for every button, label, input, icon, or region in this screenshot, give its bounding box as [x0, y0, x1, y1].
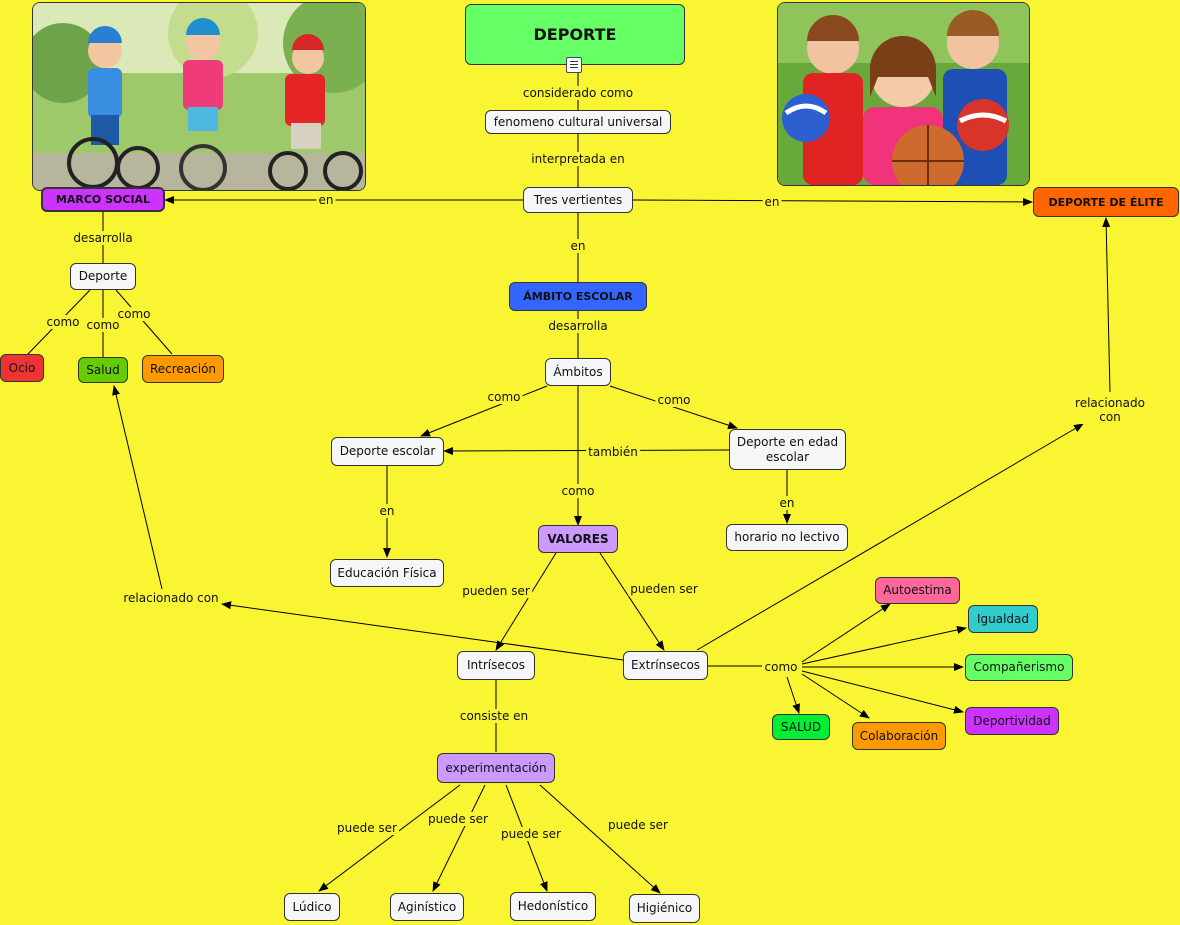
- label-relacionado-con: relacionado con: [121, 591, 221, 605]
- label-en-elite: en: [762, 195, 782, 209]
- link-pueden-ser-extrinsecos: [599, 552, 665, 651]
- label-relacionado-con-elite: relacionado con: [1073, 396, 1147, 424]
- link-salud2: [786, 676, 800, 714]
- node-companerismo[interactable]: Compañerismo: [965, 654, 1073, 681]
- link-aginistico: [432, 784, 486, 892]
- label-desarrolla-marco: desarrolla: [71, 231, 135, 245]
- node-tres-vertientes[interactable]: Tres vertientes: [523, 187, 633, 213]
- node-salud[interactable]: Salud: [78, 357, 128, 383]
- link-relacionado-extr: [221, 601, 624, 661]
- node-colaboracion[interactable]: Colaboración: [852, 722, 946, 750]
- node-deporte-escolar[interactable]: Deporte escolar: [331, 437, 444, 466]
- node-ambito-escolar[interactable]: ÁMBITO ESCOLAR: [509, 282, 647, 311]
- node-valores[interactable]: VALORES: [538, 525, 618, 553]
- node-higienico[interactable]: Higiénico: [629, 894, 700, 923]
- node-ambitos[interactable]: Ámbitos: [545, 358, 611, 386]
- label-tambien: también: [586, 445, 640, 459]
- node-intrinsecos[interactable]: Intrísecos: [457, 651, 535, 680]
- node-experimentacion[interactable]: experimentación: [437, 753, 555, 783]
- node-deporte-elite[interactable]: DEPORTE DE ÉLITE: [1033, 187, 1179, 217]
- label-en-ambito: en: [568, 239, 588, 253]
- label-puede-ser-aginistico: puede ser: [426, 812, 490, 826]
- label-puede-ser-ludico: puede ser: [335, 821, 399, 835]
- node-salud-valor[interactable]: SALUD: [772, 714, 830, 740]
- link-relacionado-salud: [112, 385, 163, 590]
- node-educacion-fisica[interactable]: Educación Física: [330, 559, 444, 587]
- link-en-elite: [632, 197, 1033, 206]
- node-deporte[interactable]: DEPORTE: [465, 4, 685, 65]
- node-ocio[interactable]: Ocio: [0, 354, 44, 382]
- label-pueden-ser-extrinsecos: pueden ser: [628, 582, 700, 596]
- label-como-valores: como: [559, 484, 597, 498]
- link-deportividad: [801, 670, 964, 714]
- label-en-ed-fisica: en: [377, 504, 397, 518]
- label-como-salud: como: [84, 318, 122, 332]
- node-horario[interactable]: horario no lectivo: [726, 524, 848, 551]
- node-deporte-sub[interactable]: Deporte: [70, 263, 136, 290]
- label-como-recreacion: como: [115, 307, 153, 321]
- label-puede-ser-hedonistico: puede ser: [499, 827, 563, 841]
- node-fenomeno[interactable]: fenomeno cultural universal: [485, 110, 671, 134]
- node-autoestima[interactable]: Autoestima: [875, 577, 960, 604]
- label-puede-ser-higienico: puede ser: [606, 818, 670, 832]
- node-deportividad[interactable]: Deportividad: [965, 707, 1059, 735]
- link-como-dep-edad: [609, 385, 738, 429]
- node-recreacion[interactable]: Recreación: [142, 355, 224, 383]
- label-desarrolla-ambito: desarrolla: [546, 319, 610, 333]
- label-como-dep-escolar: como: [485, 390, 523, 404]
- node-ludico[interactable]: Lúdico: [284, 893, 340, 921]
- document-icon[interactable]: [566, 57, 582, 73]
- children-bicycles-photo: [32, 2, 366, 191]
- node-aginistico[interactable]: Aginístico: [390, 893, 464, 921]
- node-extrinsecos[interactable]: Extrínsecos: [623, 651, 708, 680]
- link-higienico: [539, 784, 661, 894]
- label-como-dep-edad: como: [655, 393, 693, 407]
- children-balls-photo: [777, 2, 1030, 186]
- link-como-recreacion: [115, 289, 173, 355]
- label-pueden-ser-intrinsecos: pueden ser: [460, 584, 532, 598]
- node-hedonistico[interactable]: Hedonístico: [510, 892, 596, 921]
- link-ludico: [318, 784, 461, 892]
- label-considerado-como: considerado como: [520, 86, 636, 100]
- link-autoestima: [801, 603, 891, 663]
- label-consiste-en: consiste en: [457, 709, 531, 723]
- link-relacionado-elite: [696, 423, 1084, 651]
- label-como-ocio: como: [44, 315, 82, 329]
- node-igualdad[interactable]: Igualdad: [968, 605, 1038, 633]
- label-en-marco: en: [316, 193, 336, 207]
- node-deporte-edad-escolar[interactable]: Deporte en edad escolar: [729, 429, 846, 470]
- link-pueden-ser-intrinsecos: [495, 552, 557, 651]
- link-colaboracion: [801, 673, 870, 719]
- link-igualdad: [801, 626, 967, 665]
- link-relacionado-elite-2: [1102, 217, 1111, 393]
- node-marco-social[interactable]: MARCO SOCIAL: [41, 187, 165, 212]
- label-en-horario: en: [777, 496, 797, 510]
- label-como-valores-extr: como: [762, 660, 800, 674]
- label-interpretada-en: interpretada en: [529, 152, 627, 166]
- link-como-dep-escolar: [420, 385, 548, 437]
